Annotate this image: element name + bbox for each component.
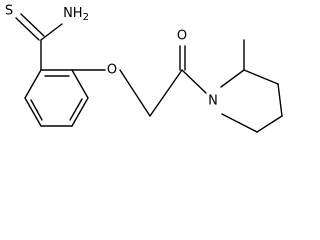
- ring-bond: [71, 69, 89, 99]
- chemical-structure: S NH2 O O N: [5, 4, 283, 133]
- ring-bond: [243, 69, 279, 85]
- thioamide-cn-bond: [40, 23, 63, 41]
- ring-double-bond: [30, 99, 43, 121]
- oxygen-to-methylene-bond: [119, 69, 151, 117]
- ring-bond: [71, 97, 89, 127]
- ring-bond: [277, 83, 283, 117]
- carbonyl-group: O: [149, 29, 207, 117]
- thioamide-group: S NH2: [5, 4, 89, 71]
- thiocarbonyl-double-bond: [15, 17, 40, 41]
- amide-nh2-subscript: 2: [83, 12, 89, 23]
- ring-bond: [221, 113, 258, 133]
- ring-double-bond: [69, 98, 83, 121]
- amide-nh2-label: NH2: [63, 6, 89, 24]
- amide-nh-text: NH: [63, 6, 83, 21]
- ether-oxygen-label: O: [107, 63, 117, 78]
- carbonyl-to-nitrogen-bond: [181, 69, 207, 94]
- ring-bond: [24, 69, 42, 99]
- thiocarbonyl-double-bond: [20, 13, 45, 37]
- sulfur-atom-label: S: [5, 4, 13, 19]
- ring-bond: [220, 69, 245, 88]
- ring-bond: [256, 115, 283, 133]
- ring-nitrogen-label: N: [208, 94, 218, 109]
- carbonyl-oxygen-label: O: [177, 29, 187, 44]
- ring-bond: [24, 97, 42, 127]
- piperidine-ring: N: [208, 39, 283, 133]
- benzene-ring: [24, 69, 89, 127]
- methylene-to-carbonyl-bond: [149, 69, 183, 117]
- ether-linker: O: [71, 63, 151, 117]
